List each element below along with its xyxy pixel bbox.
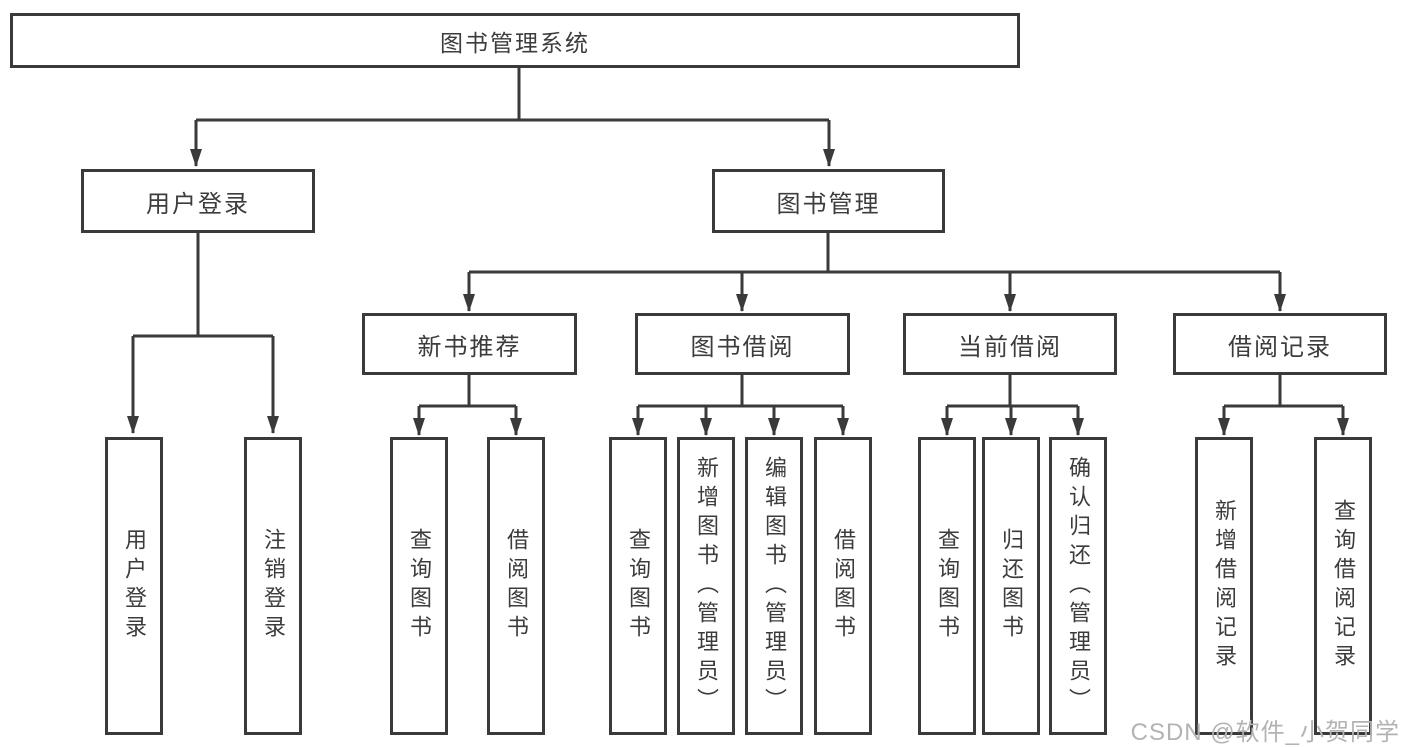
leaf-borrow-query-label: 查询图书 xyxy=(626,528,651,644)
leaf-current-confirm: 确认归还（管理员） xyxy=(1049,437,1107,735)
leaf-user-login-label: 用户登录 xyxy=(122,528,147,644)
node-system-root-label: 图书管理系统 xyxy=(440,29,590,56)
leaf-logout-label: 注销登录 xyxy=(261,528,286,644)
leaf-borrow-add-label: 新增图书（管理员） xyxy=(694,455,719,717)
leaf-current-query: 查询图书 xyxy=(918,437,976,735)
leaf-borrow-edit-label: 编辑图书（管理员） xyxy=(762,455,787,717)
node-user-login: 用户登录 xyxy=(81,169,315,233)
node-new-book-recommend: 新书推荐 xyxy=(362,313,577,375)
node-book-management: 图书管理 xyxy=(712,169,945,233)
node-system-root: 图书管理系统 xyxy=(10,13,1020,68)
leaf-newbooks-borrow: 借阅图书 xyxy=(487,437,545,735)
leaf-user-login: 用户登录 xyxy=(105,437,163,735)
leaf-logout: 注销登录 xyxy=(244,437,302,735)
leaf-current-return-label: 归还图书 xyxy=(999,528,1024,644)
leaf-newbooks-query: 查询图书 xyxy=(390,437,448,735)
leaf-newbooks-query-label: 查询图书 xyxy=(407,528,432,644)
leaf-records-query: 查询借阅记录 xyxy=(1314,437,1372,735)
node-borrow-records-label: 借阅记录 xyxy=(1228,333,1332,361)
node-current-borrow-label: 当前借阅 xyxy=(958,333,1062,361)
leaf-current-return: 归还图书 xyxy=(982,437,1040,735)
node-new-book-recommend-label: 新书推荐 xyxy=(417,333,522,361)
node-borrow-records: 借阅记录 xyxy=(1173,313,1387,375)
leaf-records-query-label: 查询借阅记录 xyxy=(1331,499,1356,673)
node-book-management-label: 图书管理 xyxy=(776,190,881,218)
node-book-borrow: 图书借阅 xyxy=(635,313,850,375)
leaf-current-query-label: 查询图书 xyxy=(935,528,960,644)
leaf-records-add-label: 新增借阅记录 xyxy=(1212,499,1237,673)
leaf-records-add: 新增借阅记录 xyxy=(1195,437,1253,735)
leaf-borrow-borrow-label: 借阅图书 xyxy=(831,528,856,644)
leaf-borrow-borrow: 借阅图书 xyxy=(814,437,872,735)
node-user-login-label: 用户登录 xyxy=(146,190,250,218)
leaf-current-confirm-label: 确认归还（管理员） xyxy=(1066,455,1091,717)
leaf-borrow-edit: 编辑图书（管理员） xyxy=(745,437,803,735)
node-book-borrow-label: 图书借阅 xyxy=(690,333,795,361)
leaf-newbooks-borrow-label: 借阅图书 xyxy=(504,528,529,644)
leaf-borrow-query: 查询图书 xyxy=(609,437,667,735)
node-current-borrow: 当前借阅 xyxy=(903,313,1117,375)
leaf-borrow-add: 新增图书（管理员） xyxy=(677,437,735,735)
csdn-watermark: CSDN @软件_小贺同学 xyxy=(1130,719,1400,746)
